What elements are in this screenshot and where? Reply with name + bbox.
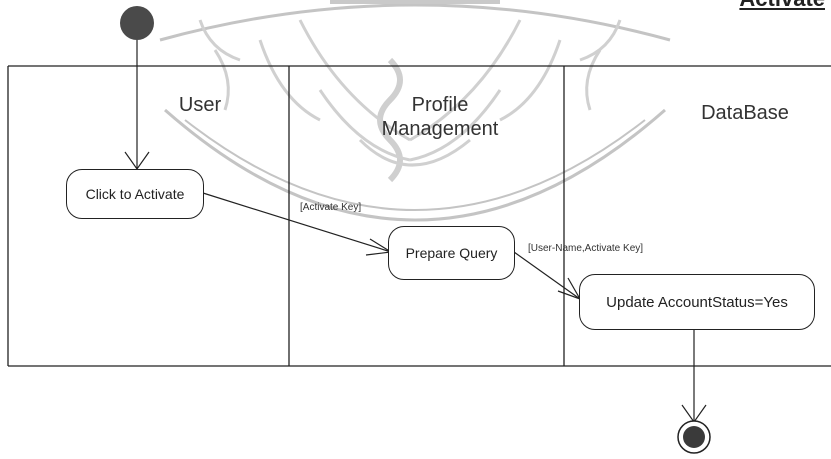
lane-title-profile-management: Profile Management [381, 94, 499, 140]
university-seal-watermark [159, 0, 671, 222]
start-node [120, 6, 154, 40]
transition-click-to-prepare [202, 192, 392, 253]
transition-prepare-to-update [513, 251, 581, 300]
activity-prepare-query: Prepare Query [388, 226, 515, 280]
lane-title-user: User [178, 94, 222, 116]
diagram-title-fragment: Activate [739, 0, 825, 12]
end-node [677, 420, 711, 454]
activity-click-to-activate: Click to Activate [66, 169, 204, 219]
guard-user-name-activate-key: [User-Name,Activate Key] [528, 243, 644, 254]
guard-activate-key: [Activate Key] [300, 202, 362, 213]
activity-update-account-status: Update AccountStatus=Yes [579, 274, 815, 330]
lane-title-database: DataBase [701, 102, 789, 124]
